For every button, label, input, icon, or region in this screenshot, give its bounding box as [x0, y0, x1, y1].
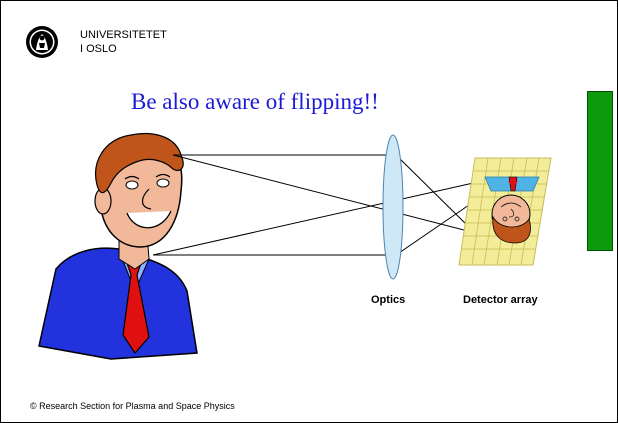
institution-line-1: UNIVERSITETET [80, 29, 167, 41]
light-rays [152, 154, 492, 256]
optics-label: Optics [371, 294, 406, 306]
person-illustration [38, 133, 198, 360]
smile [126, 210, 172, 229]
hair [95, 133, 184, 194]
left-eye [125, 180, 139, 190]
footer-copyright: © Research Section for Plasma and Space … [30, 401, 235, 411]
slide-title: Be also aware of flipping!! [131, 89, 379, 114]
detector-array-label: Detector array [463, 294, 538, 306]
green-side-bar [587, 91, 613, 251]
university-seal-logo [26, 26, 58, 58]
optics-lens [382, 134, 404, 280]
institution-line-2: I OSLO [80, 43, 117, 55]
jacket [38, 247, 198, 360]
nose [141, 188, 152, 210]
institution-name: UNIVERSITETET I OSLO [80, 28, 167, 56]
inverted-image [484, 176, 540, 244]
right-eye [156, 178, 170, 188]
detector-array [458, 157, 552, 266]
